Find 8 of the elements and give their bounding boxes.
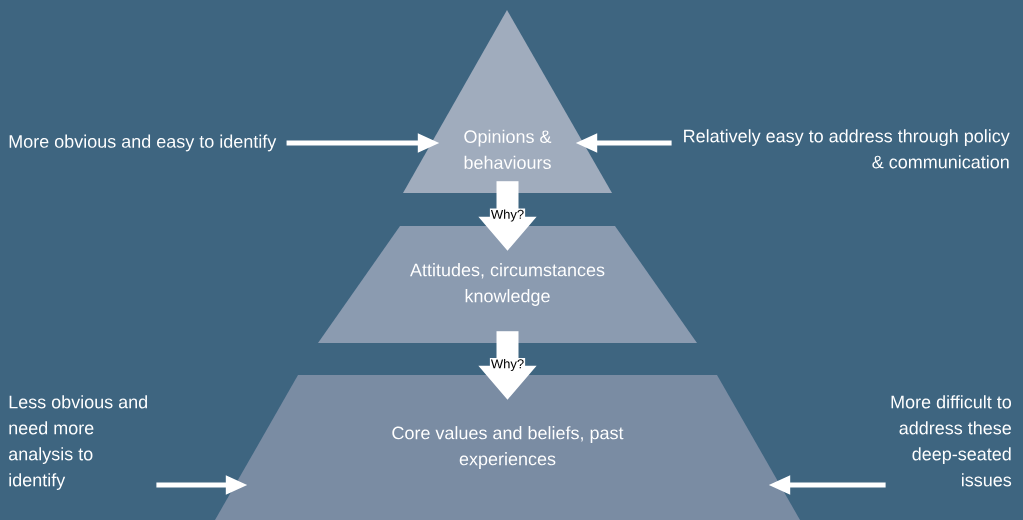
- side-note: More obvious and easy to identify: [9, 134, 277, 152]
- edge-label: Why?: [489, 208, 526, 223]
- side-note: Less obvious and need more analysis to identify: [8, 395, 147, 490]
- pyramid-tier: Attitudes, circumstances knowledge: [318, 226, 697, 343]
- side-note: More difficult to address these deep-seated issues: [891, 395, 1012, 487]
- pyramid-tier: Opinions & behaviours: [403, 10, 612, 193]
- side-note: Relatively easy to address through policy & communication: [684, 129, 1010, 169]
- pyramid-tier: Core values and beliefs, past experiences: [215, 375, 800, 520]
